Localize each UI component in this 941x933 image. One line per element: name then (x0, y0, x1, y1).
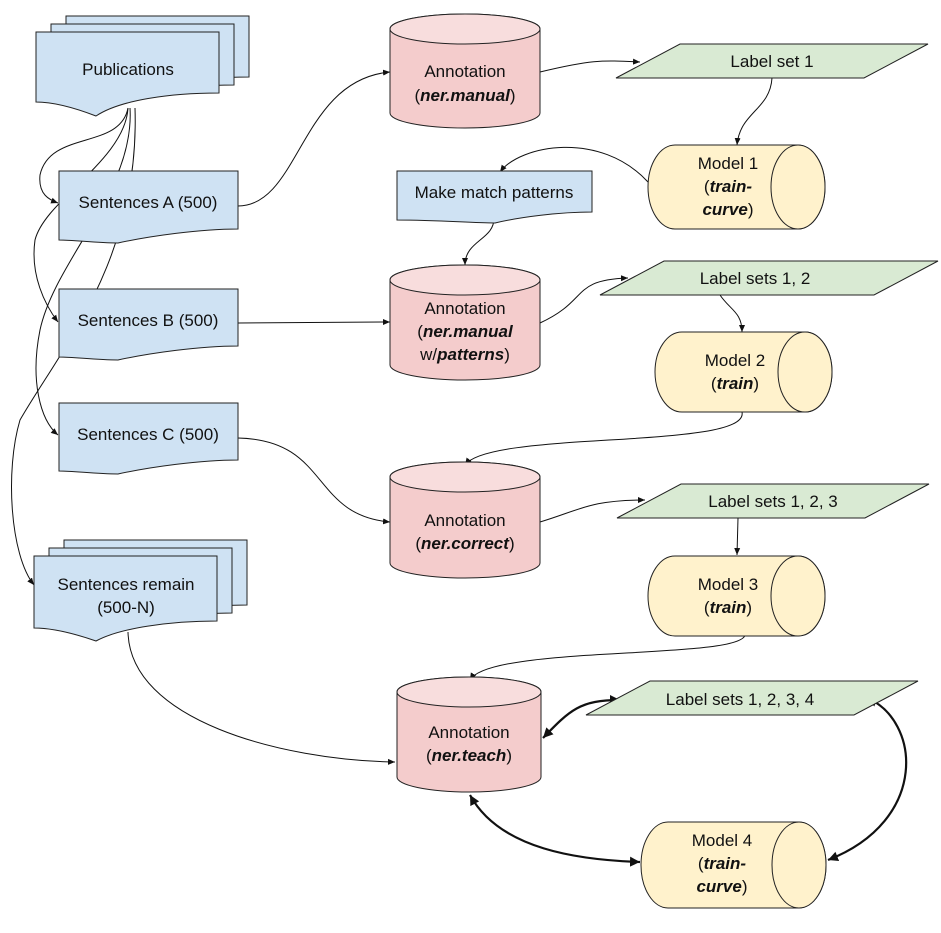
edge-annotation-4-model-4-bidirectional (469, 794, 641, 867)
model-4-title: Model 4 (692, 831, 752, 850)
node-sentences-remain: Sentences remain (500-N) (33, 539, 248, 642)
node-label-sets-2: Label sets 1, 2 (599, 260, 939, 296)
make-patterns-label: Make match patterns (415, 183, 574, 202)
edge-label-sets-4-model-4-bidirectional (827, 696, 908, 862)
edge-publications-to-sentences-a (39, 107, 129, 204)
annotation-3-tool-line: (ner.correct) (415, 534, 514, 553)
node-sentences-c: Sentences C (500) (58, 402, 239, 475)
annotation-2-title: Annotation (424, 299, 505, 318)
edge-annotation-4-label-sets-4-bidirectional (542, 695, 621, 739)
model-1-title: Model 1 (698, 154, 758, 173)
sentences-remain-line-1: Sentences remain (57, 575, 194, 594)
edge-annotation-2-to-label-sets-2 (539, 275, 629, 324)
node-make-patterns: Make match patterns (396, 170, 593, 224)
sentences-remain-line-2: (500-N) (97, 598, 155, 617)
label-sets-3-label: Label sets 1, 2, 3 (708, 492, 837, 511)
edge-model-3-to-annotation-4 (469, 634, 746, 681)
annotation-4-tool: ner.teach (432, 746, 507, 765)
node-label-sets-4: Label sets 1, 2, 3, 4 (585, 680, 919, 716)
edge-make-patterns-to-annotation-2 (462, 216, 495, 266)
node-label-set-1: Label set 1 (615, 43, 929, 79)
publications-label: Publications (82, 60, 174, 79)
sentences-b-label: Sentences B (500) (78, 311, 219, 330)
label-set-1-label: Label set 1 (730, 52, 813, 71)
edge-model-1-to-make-patterns (499, 146, 649, 183)
model-2-title: Model 2 (705, 351, 765, 370)
annotation-1-tool-line: (ner.manual) (414, 86, 515, 105)
label-sets-2-label: Label sets 1, 2 (700, 269, 811, 288)
model-4-cmd-line-1: (train- (698, 854, 747, 873)
label-sets-4-label: Label sets 1, 2, 3, 4 (666, 690, 814, 709)
node-sentences-a: Sentences A (500) (58, 170, 239, 244)
node-model-4: Model 4 (train- curve) (640, 821, 827, 909)
edge-label-set-1-to-model-1 (734, 77, 773, 146)
edge-label-sets-2-to-model-2 (719, 294, 745, 333)
node-model-3: Model 3 (train) (647, 555, 826, 637)
sentences-a-label: Sentences A (500) (79, 193, 218, 212)
model-4-cmd-line-2: curve) (696, 877, 747, 896)
node-annotation-2: Annotation (ner.manual w/patterns) (389, 264, 541, 381)
model-3-cmd-line: (train) (704, 598, 752, 617)
node-annotation-4: Annotation (ner.teach) (396, 676, 542, 793)
node-label-sets-3: Label sets 1, 2, 3 (616, 483, 930, 519)
edge-sentences-remain-to-annotation-4 (127, 631, 396, 765)
annotation-3-title: Annotation (424, 511, 505, 530)
edge-annotation-3-to-label-sets-3 (539, 497, 646, 523)
annotation-2-tool: ner.manual (423, 322, 514, 341)
edge-sentences-c-to-annotation-3 (237, 437, 391, 525)
edge-annotation-1-to-label-set-1 (539, 58, 641, 73)
annotation-2-patterns: patterns (436, 345, 504, 364)
node-annotation-3: Annotation (ner.correct) (389, 461, 541, 579)
edge-publications-to-sentences-b (33, 107, 129, 323)
annotation-1-tool: ner.manual (420, 86, 511, 105)
edge-label-sets-3-to-model-3 (734, 517, 741, 556)
annotation-1-title: Annotation (424, 62, 505, 81)
sentences-c-label: Sentences C (500) (77, 425, 219, 444)
edge-publications-to-sentences-c (35, 107, 131, 436)
annotation-4-tool-line: (ner.teach) (426, 746, 512, 765)
node-sentences-b: Sentences B (500) (58, 288, 239, 361)
annotation-2-patterns-line: w/patterns) (419, 345, 510, 364)
annotation-4-title: Annotation (428, 723, 509, 742)
node-annotation-1: Annotation (ner.manual) (389, 13, 541, 129)
annotation-2-tool-line: (ner.manual (417, 322, 514, 341)
annotation-3-tool: ner.correct (421, 534, 510, 553)
model-1-cmd-line-2: curve) (702, 200, 753, 219)
node-model-1: Model 1 (train- curve) (647, 144, 826, 230)
node-publications: Publications (35, 15, 250, 117)
edges (11, 58, 908, 867)
edge-sentences-b-to-annotation-2 (237, 319, 391, 326)
model-2-cmd-line: (train) (711, 374, 759, 393)
edge-model-2-to-annotation-3 (464, 411, 743, 466)
edge-sentences-a-to-annotation-1 (237, 69, 391, 207)
model-1-cmd-line-1: (train- (704, 177, 753, 196)
model-3-title: Model 3 (698, 575, 758, 594)
node-model-2: Model 2 (train) (654, 331, 833, 413)
